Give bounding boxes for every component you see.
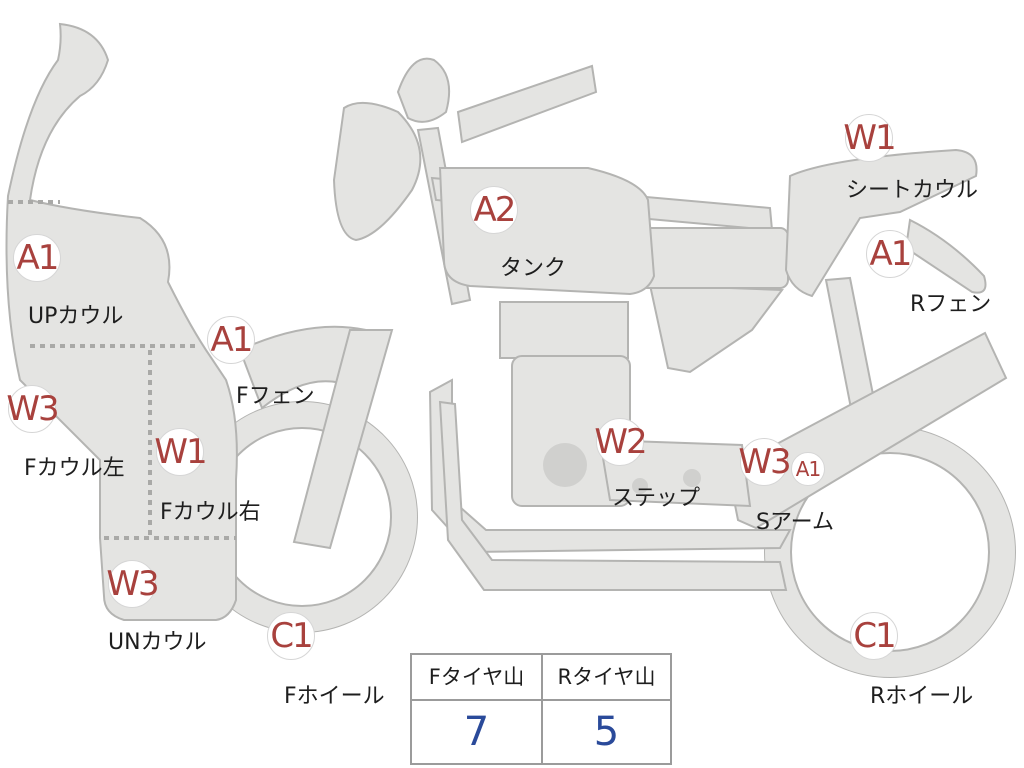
label-seat-cowl: シートカウル bbox=[846, 178, 979, 203]
label-r-fender: Rフェン bbox=[910, 292, 992, 317]
headlight bbox=[332, 101, 422, 242]
rear-fender bbox=[904, 218, 987, 294]
front-tire-value: 7 bbox=[463, 709, 490, 755]
tire-tread-table: Fタイヤ山 7 Rタイヤ山 5 bbox=[410, 653, 672, 765]
code-marker-un-cowl: W3 bbox=[106, 560, 160, 608]
code-marker-step: W2 bbox=[594, 418, 648, 466]
label-un-cowl: UNカウル bbox=[108, 630, 207, 655]
rear-tire-header: Rタイヤ山 bbox=[542, 655, 671, 701]
label-f-fender: Fフェン bbox=[236, 384, 315, 409]
mirror bbox=[396, 57, 450, 123]
front-tire-header: Fタイヤ山 bbox=[412, 655, 541, 701]
rear-tire-value: 5 bbox=[593, 709, 620, 755]
code-marker-f-cowl-left: W3 bbox=[6, 385, 60, 433]
step-peg-2 bbox=[683, 469, 701, 487]
seat bbox=[637, 227, 789, 289]
code-marker-s-arm-secondary: A1 bbox=[791, 452, 825, 486]
code-marker-seat-cowl: W1 bbox=[843, 114, 897, 162]
label-f-cowl-right: Fカウル右 bbox=[160, 500, 261, 525]
code-marker-up-cowl: A1 bbox=[13, 234, 61, 282]
label-tank: タンク bbox=[500, 256, 567, 281]
code-marker-f-fender: A1 bbox=[207, 316, 255, 364]
code-marker-r-fender: A1 bbox=[866, 230, 914, 278]
rear-tire-column: Rタイヤ山 5 bbox=[542, 655, 671, 763]
engine-cover bbox=[543, 443, 587, 487]
label-f-wheel: Fホイール bbox=[284, 684, 385, 709]
code-marker-f-cowl-right: W1 bbox=[154, 428, 208, 476]
label-step: ステップ bbox=[612, 486, 701, 511]
code-marker-s-arm: W3 bbox=[738, 438, 792, 486]
label-r-wheel: Rホイール bbox=[870, 684, 974, 709]
label-s-arm: Sアーム bbox=[756, 510, 834, 535]
code-marker-tank: A2 bbox=[470, 186, 518, 234]
step-peg-1 bbox=[632, 478, 648, 494]
engine-top bbox=[499, 301, 629, 359]
code-marker-f-wheel: C1 bbox=[267, 612, 315, 660]
handlebar bbox=[456, 64, 598, 144]
seat-cowl bbox=[784, 148, 978, 298]
front-tire-column: Fタイヤ山 7 bbox=[412, 655, 543, 763]
label-up-cowl: UPカウル bbox=[28, 304, 124, 329]
side-panel bbox=[648, 283, 784, 374]
code-marker-r-wheel: C1 bbox=[850, 612, 898, 660]
label-f-cowl-left: Fカウル左 bbox=[24, 456, 125, 481]
front-fork bbox=[292, 329, 394, 550]
exhaust-pipe-lower bbox=[438, 400, 788, 591]
